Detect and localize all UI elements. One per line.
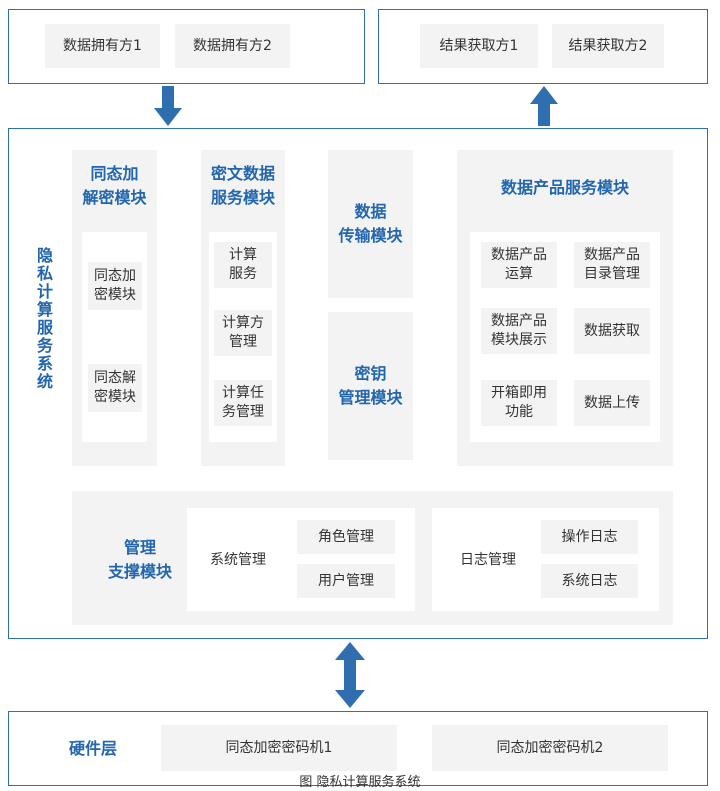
data-upload: 数据上传 bbox=[574, 380, 650, 426]
key-management-title: 密钥 管理模块 bbox=[338, 364, 403, 407]
product-catalog: 数据产品目录管理 bbox=[574, 242, 650, 288]
product-display: 数据产品模块展示 bbox=[481, 308, 557, 354]
crypto-machine-2: 同态加密密码机2 bbox=[432, 725, 668, 771]
data-product-title: 数据产品服务模块 bbox=[500, 178, 629, 197]
homomorphic-module-title: 同态加 解密模块 bbox=[82, 164, 147, 207]
ciphertext-module-title: 密文数据 服务模块 bbox=[210, 164, 275, 207]
system-mgmt-label: 系统管理 bbox=[210, 551, 266, 568]
product-compute: 数据产品运算 bbox=[481, 242, 557, 288]
homomorphic-encrypt: 同态加密模块 bbox=[88, 262, 142, 310]
user-mgmt: 用户管理 bbox=[297, 564, 395, 598]
data-transfer-module bbox=[328, 150, 413, 298]
arrow-up-icon bbox=[530, 86, 558, 126]
crypto-machine-1: 同态加密密码机1 bbox=[161, 725, 397, 771]
hardware-title: 硬件层 bbox=[68, 739, 117, 758]
result-receiver-1: 结果获取方1 bbox=[420, 24, 538, 68]
homomorphic-decrypt: 同态解密模块 bbox=[88, 364, 142, 412]
data-acquire: 数据获取 bbox=[574, 308, 650, 354]
data-owner-1: 数据拥有方1 bbox=[45, 24, 160, 68]
key-management-module bbox=[328, 312, 413, 460]
compute-party-mgmt: 计算方管理 bbox=[214, 310, 272, 356]
arrow-down-icon bbox=[154, 86, 182, 126]
system-title: 隐私计算服务系统 bbox=[36, 246, 53, 391]
bidirectional-arrow-icon bbox=[335, 642, 365, 708]
role-mgmt: 角色管理 bbox=[297, 520, 395, 554]
support-module-title: 管理 支撑模块 bbox=[107, 538, 172, 581]
result-receiver-2: 结果获取方2 bbox=[552, 24, 664, 68]
compute-task-mgmt: 计算任务管理 bbox=[214, 380, 272, 426]
out-of-box: 开箱即用功能 bbox=[481, 380, 557, 426]
compute-service: 计算服务 bbox=[214, 242, 272, 288]
data-owner-2: 数据拥有方2 bbox=[175, 24, 290, 68]
system-log: 系统日志 bbox=[541, 564, 638, 598]
figure-caption: 图 隐私计算服务系统 bbox=[299, 775, 421, 790]
data-transfer-title: 数据 传输模块 bbox=[338, 202, 403, 245]
operation-log: 操作日志 bbox=[541, 520, 638, 554]
log-mgmt-label: 日志管理 bbox=[460, 551, 516, 568]
